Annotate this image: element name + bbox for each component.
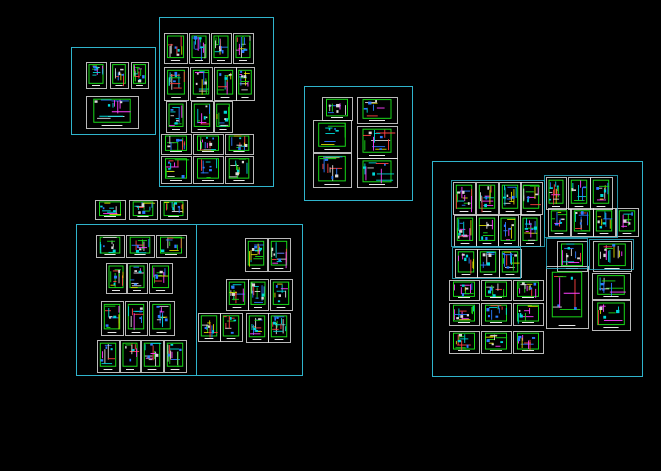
group-bottom-left[interactable] — [76, 224, 303, 376]
group-top-center-sheets — [161, 33, 255, 184]
drawing-sheet[interactable] — [86, 96, 139, 129]
drawing-sheet[interactable] — [220, 313, 243, 342]
drawing-sheet[interactable] — [191, 101, 214, 133]
group-small-strip-sheets — [95, 200, 188, 220]
group-bottom-left-a-sheets — [96, 235, 187, 373]
drawing-sheet[interactable] — [357, 97, 398, 124]
drawing-sheet[interactable] — [357, 126, 398, 159]
drawing-sheet[interactable] — [357, 158, 398, 188]
drawing-sheet[interactable] — [225, 134, 254, 155]
group-center[interactable] — [304, 86, 413, 201]
sub-frame — [589, 239, 634, 270]
group-right-sheets — [449, 177, 639, 354]
drawing-sheet[interactable] — [248, 279, 269, 311]
drawing-sheet[interactable] — [499, 249, 522, 278]
group-right[interactable] — [432, 161, 643, 377]
drawing-sheet[interactable] — [156, 235, 187, 258]
drawing-sheet[interactable] — [125, 301, 148, 336]
drawing-sheet[interactable] — [268, 313, 291, 343]
group-top-center[interactable] — [159, 17, 274, 187]
drawing-sheet[interactable] — [592, 273, 631, 300]
drawing-sheet[interactable] — [95, 200, 126, 220]
drawing-sheet[interactable] — [449, 303, 480, 326]
drawing-sheet[interactable] — [214, 101, 233, 133]
drawing-sheet[interactable] — [476, 215, 499, 247]
drawing-sheet[interactable] — [449, 331, 480, 354]
drawing-sheet[interactable] — [592, 300, 631, 331]
drawing-sheet[interactable] — [164, 340, 187, 373]
drawing-sheet[interactable] — [193, 156, 224, 184]
drawing-sheet[interactable] — [233, 33, 254, 64]
drawing-sheet[interactable] — [97, 340, 120, 373]
drawing-sheet[interactable] — [189, 33, 210, 64]
drawing-sheet[interactable] — [101, 301, 124, 336]
drawing-sheet[interactable] — [513, 303, 544, 326]
drawing-sheet[interactable] — [225, 156, 254, 184]
drawing-sheet[interactable] — [166, 101, 187, 133]
drawing-sheet[interactable] — [211, 33, 232, 64]
drawing-sheet[interactable] — [520, 182, 543, 215]
group-top-left[interactable] — [71, 47, 156, 135]
drawing-sheet[interactable] — [86, 62, 107, 89]
drawing-sheet[interactable] — [141, 340, 164, 373]
drawing-sheet[interactable] — [498, 215, 519, 247]
drawing-sheet[interactable] — [313, 120, 352, 153]
drawing-sheet[interactable] — [190, 67, 213, 101]
drawing-sheet[interactable] — [476, 182, 499, 215]
group-bottom-left-b-sheets — [198, 238, 293, 343]
drawing-sheet[interactable] — [164, 33, 188, 64]
drawing-sheet[interactable] — [120, 340, 141, 373]
drawing-sheet[interactable] — [593, 241, 632, 272]
drawing-sheet[interactable] — [590, 177, 613, 210]
drawing-sheet[interactable] — [96, 235, 125, 258]
drawing-sheet[interactable] — [513, 331, 544, 354]
drawing-sheet[interactable] — [236, 67, 255, 101]
drawing-sheet[interactable] — [322, 97, 353, 121]
drawing-sheet[interactable] — [449, 280, 480, 301]
drawing-sheet[interactable] — [520, 215, 541, 247]
drawing-sheet[interactable] — [160, 200, 188, 220]
drawing-sheet[interactable] — [593, 208, 616, 237]
drawing-sheet[interactable] — [193, 134, 224, 155]
drawing-sheet[interactable] — [245, 238, 268, 272]
drawing-sheet[interactable] — [481, 331, 512, 354]
drawing-sheet[interactable] — [546, 177, 567, 210]
drawing-sheet[interactable] — [129, 200, 158, 220]
drawing-sheet[interactable] — [131, 62, 149, 89]
drawing-sheet[interactable] — [161, 156, 192, 184]
drawing-sheet[interactable] — [106, 263, 127, 294]
drawing-sheet[interactable] — [499, 182, 522, 215]
sub-frame — [546, 238, 588, 269]
sheets-layer — [86, 33, 639, 373]
drawing-sheet[interactable] — [557, 241, 588, 272]
drawing-sheet[interactable] — [110, 62, 129, 89]
drawing-sheet[interactable] — [548, 208, 571, 237]
group-center-sheets — [313, 97, 398, 188]
drawing-sheet[interactable] — [126, 235, 155, 258]
drawing-sheet[interactable] — [270, 279, 293, 311]
drawing-sheet[interactable] — [453, 182, 476, 215]
drawing-sheet[interactable] — [313, 153, 352, 188]
drawing-sheet[interactable] — [546, 266, 589, 329]
drawing-sheet[interactable] — [513, 280, 544, 301]
sub-frame — [544, 175, 618, 238]
drawing-sheet[interactable] — [127, 263, 148, 294]
drawing-sheet[interactable] — [161, 134, 192, 155]
drawing-sheet[interactable] — [481, 280, 512, 301]
drawing-sheet[interactable] — [268, 238, 291, 272]
drawing-sheet[interactable] — [149, 301, 175, 336]
drawing-sheet[interactable] — [149, 263, 173, 294]
group-top-left-sheets — [86, 62, 149, 129]
drawing-sheet[interactable] — [616, 208, 639, 237]
sub-frame — [452, 247, 521, 279]
drawing-sheet[interactable] — [481, 303, 512, 326]
drawing-sheet[interactable] — [164, 67, 189, 101]
